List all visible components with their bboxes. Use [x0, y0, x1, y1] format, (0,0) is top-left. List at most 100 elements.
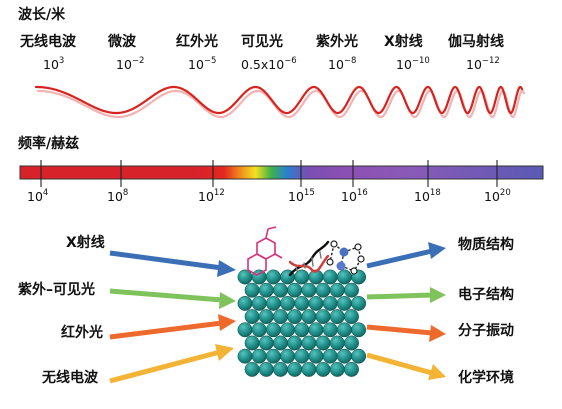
band-name-radio: 无线电波 — [20, 34, 76, 50]
lattice-sphere — [258, 309, 274, 325]
freq-label-1e20: 1020 — [484, 188, 511, 204]
arrow-electronic-out — [366, 292, 433, 300]
output-label-vibration: 分子振动 — [458, 323, 514, 339]
wavelength-infrared: 10−5 — [188, 56, 217, 72]
input-label-xray: X射线 — [66, 235, 105, 251]
lattice-sphere — [265, 269, 281, 285]
arrow-environment-out — [366, 352, 433, 376]
lattice-sphere — [351, 295, 367, 311]
lattice-sphere — [344, 335, 359, 351]
lattice-sphere — [287, 282, 303, 298]
band-name-ultraviolet: 紫外光 — [316, 34, 358, 50]
band-name-microwave: 微波 — [108, 34, 136, 50]
output-label-structure: 物质结构 — [458, 237, 514, 253]
lattice-sphere — [258, 335, 274, 351]
benzene-molecule-icon — [247, 226, 283, 276]
output-label-environment: 化学环境 — [458, 370, 514, 386]
lattice-sphere — [280, 348, 296, 364]
lattice-sphere — [329, 335, 345, 351]
arrow-head-xray-in — [217, 260, 236, 277]
lattice-sphere — [336, 295, 352, 311]
lattice-sphere — [287, 309, 303, 325]
lattice-sphere — [237, 295, 253, 311]
wavelength-ultraviolet: 10−8 — [328, 56, 357, 72]
lattice-sphere — [294, 322, 310, 338]
lattice-sphere — [329, 309, 345, 325]
lattice-sphere — [244, 309, 260, 325]
frequency-spectrum-bar — [19, 165, 544, 180]
lattice-sphere — [258, 282, 274, 298]
arrow-head-vibration-out — [429, 325, 446, 342]
lattice-sphere — [287, 361, 303, 377]
input-label-radio: 无线电波 — [42, 370, 98, 386]
arrow-structure-out — [366, 248, 433, 269]
wavelength-visible: 0.5x10−6 — [241, 56, 297, 72]
lattice-sphere — [244, 335, 260, 351]
lattice-sphere — [315, 309, 331, 325]
arrow-head-electronic-out — [430, 287, 446, 303]
lattice-sphere — [344, 309, 359, 325]
freq-label-1e16: 1016 — [341, 188, 368, 204]
lattice-sphere — [308, 348, 324, 364]
wavelength-radio: 103 — [43, 56, 65, 72]
lattice-sphere — [308, 295, 324, 311]
arrow-vibration-out — [366, 324, 433, 336]
input-label-uv-vis: 紫外–可见光 — [18, 282, 95, 298]
band-name-visible: 可见光 — [241, 34, 283, 50]
arrow-radio-in — [109, 349, 221, 384]
input-arrows — [109, 250, 236, 384]
lattice-sphere — [273, 282, 288, 298]
lattice-sphere — [344, 282, 359, 298]
arrow-head-radio-in — [215, 344, 234, 361]
lattice-sphere — [336, 322, 352, 338]
freq-label-1e15: 1015 — [288, 188, 315, 204]
wavelength-xray: 10−10 — [396, 56, 430, 72]
freq-label-1e12: 1012 — [198, 188, 225, 204]
lattice-sphere — [322, 295, 338, 311]
band-name-gamma: 伽马射线 — [448, 34, 504, 50]
arrow-head-structure-out — [428, 242, 446, 259]
lattice-sphere — [265, 348, 281, 364]
molecular-network-icon — [326, 240, 365, 275]
sample-lattice — [237, 269, 367, 377]
lattice-sphere — [273, 309, 288, 325]
lattice-sphere — [251, 295, 267, 311]
output-arrows — [366, 242, 446, 380]
electromagnetic-wave — [34, 85, 524, 115]
lattice-sphere — [322, 269, 338, 285]
lattice-sphere — [329, 282, 345, 298]
band-name-xray: X射线 — [384, 34, 423, 50]
lattice-sphere — [251, 348, 267, 364]
lattice-sphere — [322, 322, 338, 338]
lattice-sphere — [315, 361, 331, 377]
lattice-sphere — [315, 282, 331, 298]
lattice-sphere — [258, 361, 274, 377]
lattice-sphere — [351, 348, 367, 364]
arrow-ir-in — [109, 320, 223, 340]
lattice-sphere — [315, 335, 331, 351]
lattice-sphere — [322, 348, 338, 364]
lattice-sphere — [244, 282, 260, 298]
lattice-sphere — [344, 361, 359, 377]
lattice-sphere — [244, 361, 260, 377]
lattice-sphere — [273, 361, 288, 377]
lattice-sphere — [301, 309, 317, 325]
wavelength-microwave: 10−2 — [116, 56, 145, 72]
arrow-uvvis-in — [109, 288, 223, 303]
lattice-sphere — [294, 269, 310, 285]
freq-label-1e8: 108 — [107, 188, 129, 204]
lattice-sphere — [301, 335, 317, 351]
lattice-sphere — [251, 269, 267, 285]
freq-label-1e4: 104 — [27, 188, 49, 204]
band-name-infrared: 红外光 — [176, 34, 218, 50]
lattice-sphere — [294, 348, 310, 364]
lattice-sphere — [351, 322, 367, 338]
arrow-head-environment-out — [428, 364, 446, 380]
arrow-xray-in — [109, 250, 223, 271]
lattice-sphere — [336, 269, 352, 285]
output-label-electronic: 电子结构 — [458, 287, 514, 303]
arrow-head-uvvis-in — [219, 292, 236, 309]
lattice-sphere — [265, 295, 281, 311]
lattice-sphere — [336, 348, 352, 364]
